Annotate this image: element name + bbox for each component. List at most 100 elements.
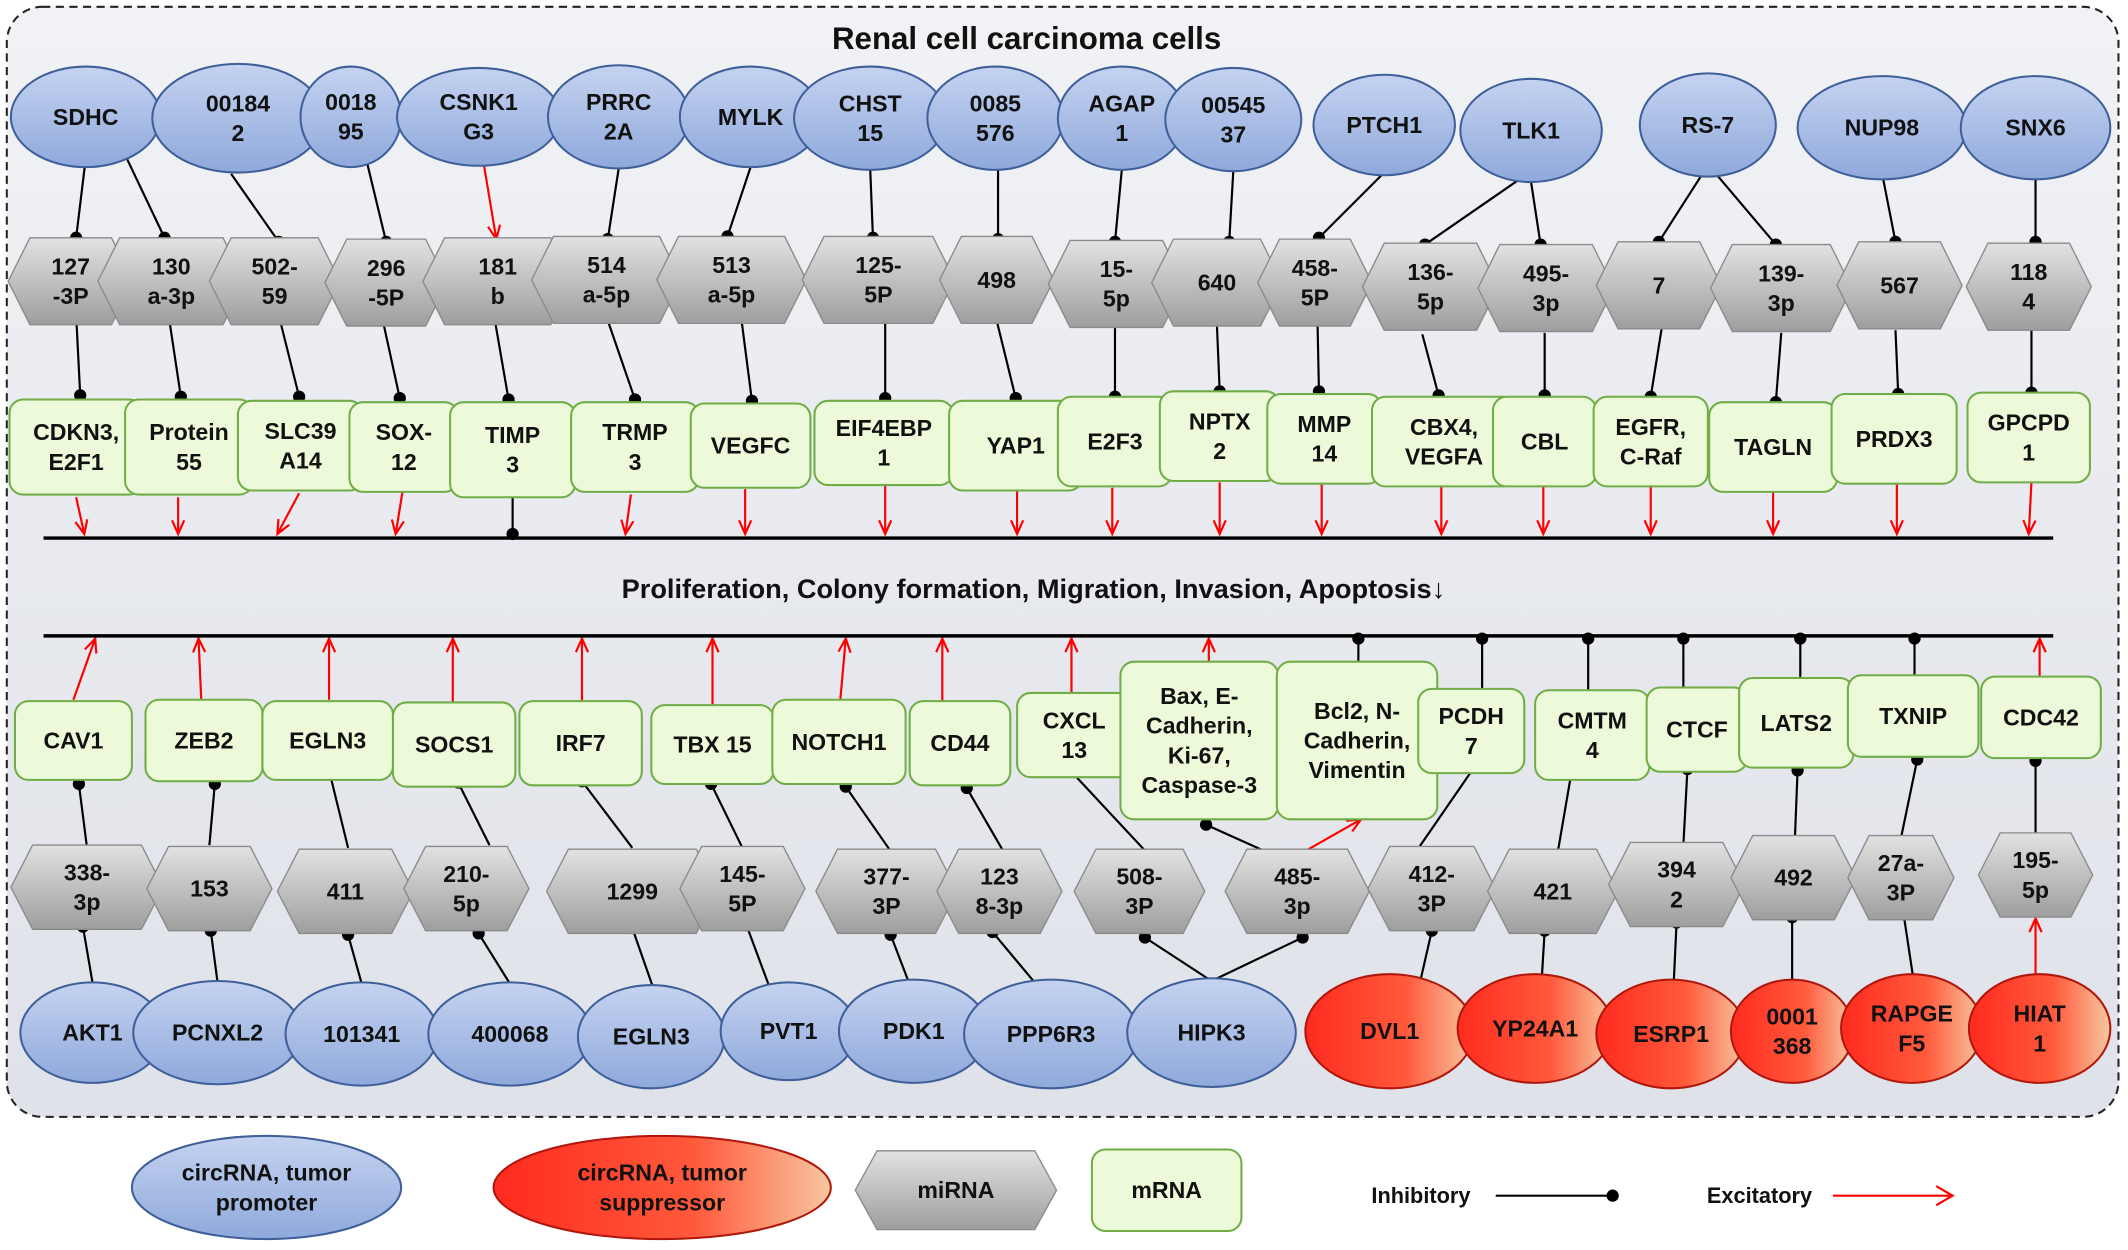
bottom-mrna-5[interactable]: TBX 15 bbox=[650, 704, 775, 785]
legend-mirna[interactable]: miRNA bbox=[854, 1150, 1058, 1231]
top-circrna-0[interactable]: SDHC bbox=[9, 65, 162, 169]
bottom-mirna-6[interactable]: 377-3P bbox=[815, 848, 959, 935]
bottom-mrna-15[interactable]: TXNIP bbox=[1846, 674, 1980, 758]
bottom-mrna-6[interactable]: NOTCH1 bbox=[771, 698, 907, 785]
top-mirna-0[interactable]: 127-3P bbox=[7, 237, 135, 326]
top-mirna-2[interactable]: 502-59 bbox=[208, 237, 341, 326]
bottom-mrna-2[interactable]: EGLN3 bbox=[261, 700, 394, 781]
top-mrna-14[interactable]: EGFR,C-Raf bbox=[1592, 395, 1709, 488]
top-mirna-9[interactable]: 15-5p bbox=[1047, 239, 1186, 329]
top-mirna-16[interactable]: 567 bbox=[1836, 241, 1963, 330]
bottom-mirna-0[interactable]: 338-3p bbox=[10, 844, 164, 931]
bottom-mirna-9[interactable]: 485-3p bbox=[1224, 848, 1371, 935]
bottom-circrna-2[interactable]: 101341 bbox=[284, 981, 439, 1087]
top-mrna-3[interactable]: SOX-12 bbox=[348, 401, 460, 493]
top-circrna-12[interactable]: RS-7 bbox=[1638, 72, 1777, 178]
bottom-mirna-10[interactable]: 412-3P bbox=[1367, 845, 1497, 932]
bottom-mrna-10[interactable]: Bcl2, N-Cadherin,Vimentin bbox=[1275, 660, 1439, 821]
bottom-circrna-3[interactable]: 400068 bbox=[427, 981, 593, 1087]
bottom-mrna-1[interactable]: ZEB2 bbox=[144, 698, 264, 783]
bottom-circrna-1[interactable]: PCNXL2 bbox=[132, 979, 303, 1086]
top-mirna-13[interactable]: 495-3p bbox=[1477, 243, 1615, 333]
top-circrna-10[interactable]: PTCH1 bbox=[1312, 73, 1456, 177]
bottom-mrna-16[interactable]: CDC42 bbox=[1980, 675, 2102, 760]
top-circrna-14[interactable]: SNX6 bbox=[1959, 75, 2112, 181]
top-mirna-10[interactable]: 640 bbox=[1150, 238, 1283, 327]
top-mirna-mrna-edge-3 bbox=[382, 323, 401, 399]
top-mrna-0[interactable]: CDKN3,E2F1 bbox=[8, 398, 144, 496]
top-mirna-8[interactable]: 498 bbox=[938, 235, 1055, 325]
bottom-mirna-14[interactable]: 27a-3P bbox=[1847, 834, 1955, 921]
bottom-mrna-14[interactable]: LATS2 bbox=[1738, 676, 1855, 769]
top-mrna-15[interactable]: TAGLN bbox=[1708, 401, 1839, 493]
bottom-mrna-0[interactable]: CAV1 bbox=[13, 700, 133, 781]
bottom-circrna-4[interactable]: EGLN3 bbox=[576, 984, 726, 1090]
bottom-mirna-15[interactable]: 195-5p bbox=[1977, 832, 2094, 918]
top-mrna-12[interactable]: CBX4,VEGFA bbox=[1370, 395, 1518, 488]
bottom-circrna-0[interactable]: AKT1 bbox=[19, 981, 166, 1084]
legend-mrna[interactable]: mRNA bbox=[1090, 1148, 1243, 1232]
top-mirna-11[interactable]: 458-5P bbox=[1257, 238, 1373, 327]
top-mrna-16[interactable]: PRDX3 bbox=[1830, 393, 1958, 485]
bottom-circrna-6[interactable]: PDK1 bbox=[837, 978, 990, 1084]
top-mirna-15[interactable]: 139-3p bbox=[1709, 243, 1853, 333]
bottom-mirna-4[interactable]: 1299 bbox=[545, 848, 719, 935]
bottom-mirna-8[interactable]: 508-3P bbox=[1073, 848, 1206, 935]
top-mirna-12[interactable]: 136-5p bbox=[1361, 242, 1500, 331]
bottom-mrna-4[interactable]: IRF7 bbox=[518, 700, 643, 787]
top-mrna-13[interactable]: CBL bbox=[1491, 395, 1598, 488]
bottom-mrna-13[interactable]: CTCF bbox=[1645, 686, 1749, 773]
top-mirna-7[interactable]: 125-5P bbox=[801, 235, 956, 325]
bottom-mirna-5[interactable]: 145-5P bbox=[679, 845, 806, 932]
bottom-mrna-7[interactable]: CD44 bbox=[908, 700, 1012, 787]
top-mrna-9[interactable]: E2F3 bbox=[1056, 395, 1174, 488]
top-circrna-11[interactable]: TLK1 bbox=[1459, 77, 1603, 184]
bottom-mrna-9[interactable]: Bax, E-Cadherin,Ki-67,Caspase-3 bbox=[1119, 660, 1280, 821]
bottom-mirna-1[interactable]: 153 bbox=[146, 845, 273, 932]
bottom-circrna-10[interactable]: YP24A1 bbox=[1456, 973, 1614, 1084]
bottom-circrna-5[interactable]: PVT1 bbox=[719, 981, 858, 1082]
bottom-mrna-3[interactable]: SOCS1 bbox=[391, 701, 517, 788]
bottom-mirna-13[interactable]: 492 bbox=[1730, 834, 1857, 921]
top-circrna-13[interactable]: NUP98 bbox=[1796, 75, 1968, 181]
top-mirna-14[interactable]: 7 bbox=[1595, 241, 1723, 330]
bottom-mirna-3[interactable]: 210-5p bbox=[403, 845, 530, 932]
bottom-mirna-2[interactable]: 411 bbox=[276, 848, 415, 935]
top-mirna-3[interactable]: 296-5P bbox=[324, 238, 449, 327]
bottom-circrna-8[interactable]: HIPK3 bbox=[1126, 977, 1297, 1088]
bottom-mirna-11[interactable]: 421 bbox=[1486, 848, 1619, 935]
bottom-circrna-11[interactable]: ESRP1 bbox=[1595, 978, 1747, 1090]
top-mrna-6[interactable]: VEGFC bbox=[689, 402, 812, 489]
bottom-circrna-7[interactable]: PPP6R3 bbox=[963, 978, 1140, 1090]
bottom-circrna-9[interactable]: DVL1 bbox=[1304, 973, 1475, 1090]
